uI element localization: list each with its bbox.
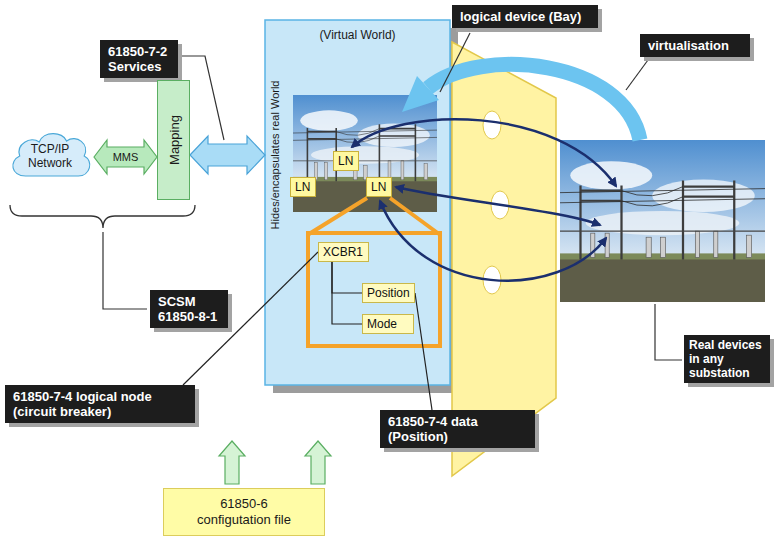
virtualisation-arrow: [428, 64, 640, 140]
data-object-box: Mode: [362, 314, 414, 334]
panel-ground: [265, 20, 450, 385]
mms-arrow: [94, 140, 157, 174]
node-text: logical device (Bay): [460, 9, 590, 24]
node-text: 61850-6 configutation file: [186, 496, 302, 528]
leader-line: [626, 60, 648, 90]
callout-label: virtualisation: [640, 34, 750, 57]
logical-node-box: LN: [366, 177, 392, 197]
plane-hole: [483, 111, 501, 139]
callout-label: 61850-7-4 logical node (circuit breaker): [5, 385, 195, 423]
data-object-box: Position: [362, 283, 415, 303]
leader-line: [440, 33, 470, 92]
leader-line: [103, 232, 147, 309]
data-object-box: XCBR1: [318, 242, 369, 262]
node-text: Position: [367, 285, 410, 301]
mapping-box: Mapping: [157, 80, 190, 200]
logical-node-box: LN: [333, 151, 359, 171]
config-file-box: 61850-6 configutation file: [163, 488, 325, 536]
tree-line: [332, 262, 362, 324]
node-text: (Virtual World): [265, 28, 450, 42]
mapping-arrow: [396, 187, 600, 225]
callout-label: 61850-7-4 data (Position): [380, 410, 535, 448]
node-text: TCP/IP Network: [20, 142, 80, 170]
node-text: LN: [295, 179, 311, 195]
callout-label: 61850-7-2 Services: [100, 40, 178, 78]
node-text: LN: [338, 153, 354, 169]
scope-bracket: [10, 205, 195, 228]
node-text: Mapping: [166, 115, 181, 165]
logical-node-box: LN: [290, 177, 316, 197]
mapping-arrow: [352, 119, 616, 186]
virtualisation-arrowhead: [402, 76, 439, 112]
node-text: LN: [371, 179, 387, 195]
config-arrow: [305, 441, 331, 484]
tree-line: [332, 262, 362, 293]
leader-line: [415, 293, 432, 410]
node-text: XCBR1: [323, 244, 364, 260]
zoom-line: [390, 198, 439, 234]
network-cloud: TCP/IP Network: [6, 126, 94, 186]
leader-line: [655, 304, 682, 360]
node-text: 61850-7-2 Services: [108, 44, 170, 74]
edge-label: MMS: [113, 151, 139, 164]
callout-label: SCSM 61850-8-1: [150, 290, 228, 328]
node-text: 61850-7-4 data (Position): [388, 414, 527, 444]
node-text: Hides/encapsulates real World: [269, 81, 282, 230]
mapping-arrow: [380, 201, 606, 281]
config-arrow: [219, 441, 245, 484]
callout-label: Real devices in any substation: [684, 335, 770, 383]
callout-label: logical device (Bay): [452, 5, 598, 28]
service-arrow: [190, 136, 265, 174]
cloud-shape: [13, 134, 90, 176]
node-text: 61850-7-4 logical node (circuit breaker): [13, 389, 187, 419]
zoom-line: [309, 198, 367, 234]
logical-device-panel: (Virtual World) Hides/encapsulates real W…: [265, 20, 450, 385]
node-text: SCSM 61850-8-1: [158, 294, 220, 324]
node-text: Real devices in any substation: [689, 338, 765, 380]
node-text: Mode: [367, 316, 409, 332]
node-text: virtualisation: [648, 38, 742, 53]
